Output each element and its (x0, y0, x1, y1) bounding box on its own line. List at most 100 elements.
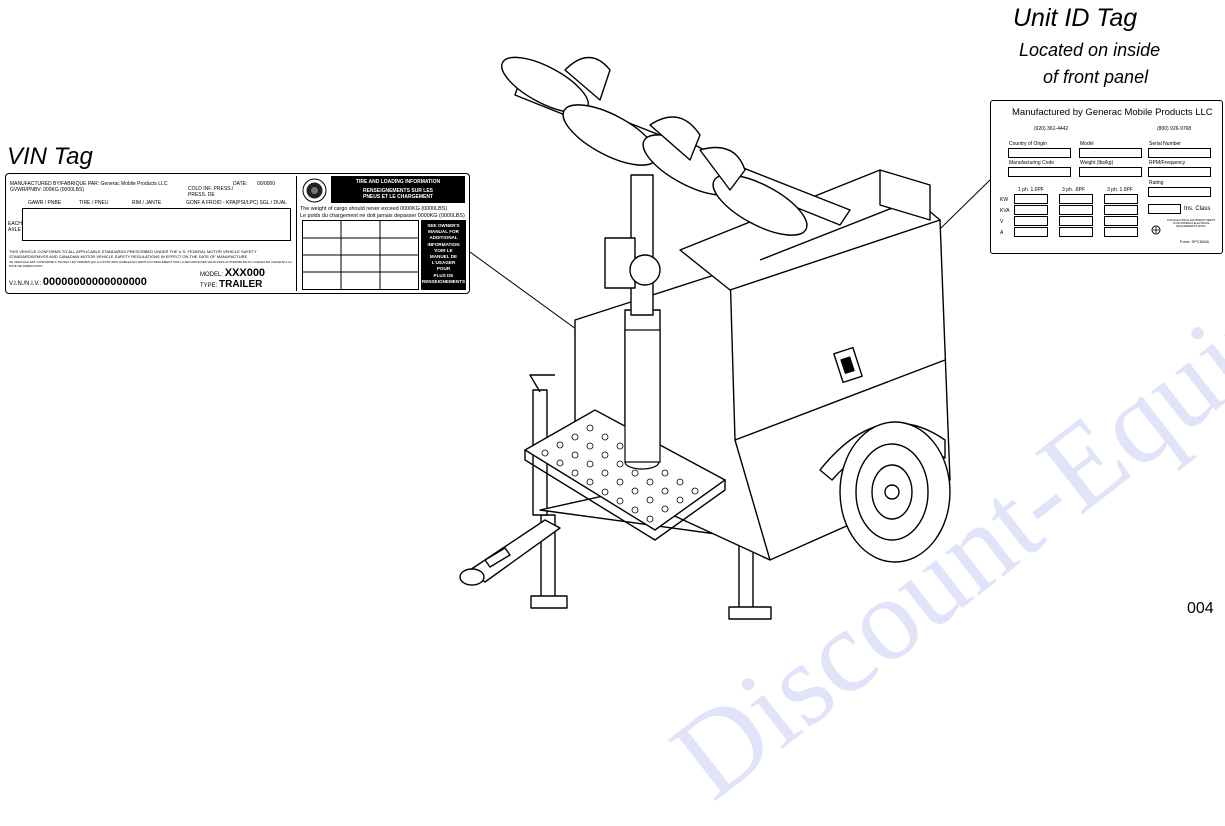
see-manual-line: L'USAGER (431, 260, 456, 266)
unit-id-tag: Manufactured by Generac Mobile Products … (990, 100, 1223, 254)
rear-stand-foot (728, 606, 772, 620)
v-label: V (1000, 219, 1004, 225)
front-stand-foot (530, 595, 568, 609)
mast-winch (604, 237, 636, 289)
manufacturer-name: Generac Mobile Products LLC (100, 181, 168, 187)
model-value: XXX000 (224, 267, 266, 279)
see-manual-line: INFORMATION (427, 241, 460, 247)
conform-english: THIS VEHICLE CONFORMS TO ALL APPLICABLE … (9, 249, 257, 259)
type-value: TRAILER (219, 279, 263, 290)
rear-bracket (879, 169, 931, 221)
unit-tag-title: Unit ID Tag (1013, 4, 1138, 32)
cold-inf-label: COLD INF. PRESS./ (188, 186, 234, 192)
ph3b-label: 3 ph. 1.0PF (1107, 187, 1133, 193)
light-housing-1 (564, 56, 611, 101)
gvwr-value: 000KG (0000LBS) (43, 187, 85, 193)
axle-data-box (22, 208, 291, 241)
ph3a-v-field (1059, 216, 1093, 226)
rpm-field (1148, 167, 1211, 177)
ph1-v-field (1014, 216, 1048, 226)
see-manual-line: MANUAL FOR (428, 229, 459, 235)
ph3a-kva-field (1059, 205, 1093, 215)
unit-tag-subtitle-1: Located on inside (1019, 40, 1161, 60)
certification-mark-icon (1151, 222, 1161, 240)
ph3b-kva-field (1104, 205, 1138, 215)
vin-tag-divider (296, 176, 297, 291)
each-axle-label: EACH AXLE (8, 221, 22, 233)
floodlight-4 (712, 174, 808, 236)
rpm-label: RPM/Frequency (1149, 160, 1186, 166)
see-manual-line: VOIR LE (434, 247, 453, 253)
vin-tag: MANUFACTURED BY/FABRIQUE PAR: Generac Mo… (5, 173, 470, 294)
ph1-label: 1 ph. 1.0PF (1018, 187, 1044, 193)
see-manual-line: SEE OWNER'S (427, 223, 460, 228)
mfg-code-label: Manufacturing Code (1009, 160, 1055, 166)
weight-french: Le poids du chargement ne doit jamais de… (300, 213, 465, 219)
kva-label: KVA (1000, 208, 1010, 214)
a-label: A (1000, 230, 1004, 236)
mfd-by-label: MANUFACTURED BY/FABRIQUE PAR: (10, 181, 100, 187)
press-de-label: PRESS. DE (188, 192, 215, 198)
ph1-a-field (1014, 227, 1048, 237)
tire-header-line1: TIRE AND LOADING INFORMATION (355, 179, 441, 185)
ph1-kva-field (1014, 205, 1048, 215)
vin-tag-title: VIN Tag (7, 143, 93, 170)
serial-label: Serial Number (1149, 141, 1181, 147)
phone-1: (920) 361-4442 (1034, 126, 1069, 132)
type-label: TYPE: (200, 283, 218, 289)
light-housing-2 (649, 116, 701, 161)
light-housing-3 (699, 146, 746, 191)
weight-field (1079, 167, 1142, 177)
hitch-latch (484, 547, 511, 568)
hitch-coupler (459, 568, 485, 586)
model-label: MODEL: (200, 272, 224, 278)
see-manual-line: ADDITIONAL (429, 235, 458, 241)
ph3a-a-field (1059, 227, 1093, 237)
see-manual-box: SEE OWNER'S MANUAL FOR ADDITIONAL INFORM… (421, 220, 466, 290)
see-manual-line: PLUS DE (433, 272, 454, 278)
rating-field (1148, 187, 1211, 197)
form-number: Form: SPC8268 (1180, 239, 1209, 244)
tire-info-header: TIRE AND LOADING INFORMATION RENSEIGNEME… (331, 176, 465, 203)
unit-manufacturer: Manufactured by Generac Mobile Products … (1012, 107, 1213, 118)
weight-english: The weight of cargo should never exceed … (300, 206, 448, 212)
ins-class-label: Ins. Class (1184, 206, 1211, 212)
model-field (1079, 148, 1142, 158)
vin-label: V.I.N./N.I.V.: (9, 281, 42, 287)
ph3b-v-field (1104, 216, 1138, 226)
winch-drum (629, 254, 661, 286)
see-manual-line: RENSEIGNEMENTS (421, 278, 466, 284)
tire-icon (302, 178, 327, 203)
tire-table (302, 220, 419, 290)
serial-field (1148, 148, 1211, 158)
unit-tag-subtitle-2: of front panel (1043, 67, 1149, 87)
jack-crank (529, 374, 555, 393)
ph3b-a-field (1104, 227, 1138, 237)
ph3b-kw-field (1104, 194, 1138, 204)
ins-class-field (1148, 204, 1181, 214)
date-value: 00/0000 (257, 181, 276, 187)
country-label: Country of Origin (1009, 141, 1047, 147)
light-tower-illustration (459, 56, 951, 620)
certification-text: THIS ELECTRICAL EQUIPMENT MEETS YOUR MAT… (1166, 219, 1216, 229)
ph3a-kw-field (1059, 194, 1093, 204)
col-rim: RIM / JANTE (132, 200, 162, 206)
see-manual-line: MANUEL DE (429, 254, 458, 260)
gvwr-label: GVWR/PNBV: (10, 187, 42, 193)
kw-label: KW (1000, 197, 1009, 203)
mfg-code-field (1008, 167, 1071, 177)
phone-2: (800) 926-9768 (1157, 126, 1192, 132)
col-tire: TIRE / PNEU (79, 200, 109, 206)
date-label: DATE: (233, 181, 248, 187)
tire-header-line3: PNEUS ET LE CHARGEMENT (362, 194, 433, 200)
figure-number: 004 (1187, 600, 1214, 617)
weight-label: Weight (lbs/kg) (1080, 160, 1114, 166)
see-manual-line: POUR (436, 266, 451, 272)
col-gonf: GONF A FROID - KPA(PSI/LPC) SGL / DUAL (186, 200, 287, 206)
ph3a-label: 3 ph. .8PF (1062, 187, 1086, 193)
vin-value: 00000000000000000 (42, 276, 147, 288)
tire-header-line2: RENSEIGNEMENTS SUR LES (362, 188, 433, 194)
conform-french: CE VEHICULE EST CONFORME A TOUTES LES NO… (9, 260, 292, 268)
col-gawr: GAWR / PNBE (28, 200, 62, 206)
rating-label: Rating (1149, 180, 1164, 186)
